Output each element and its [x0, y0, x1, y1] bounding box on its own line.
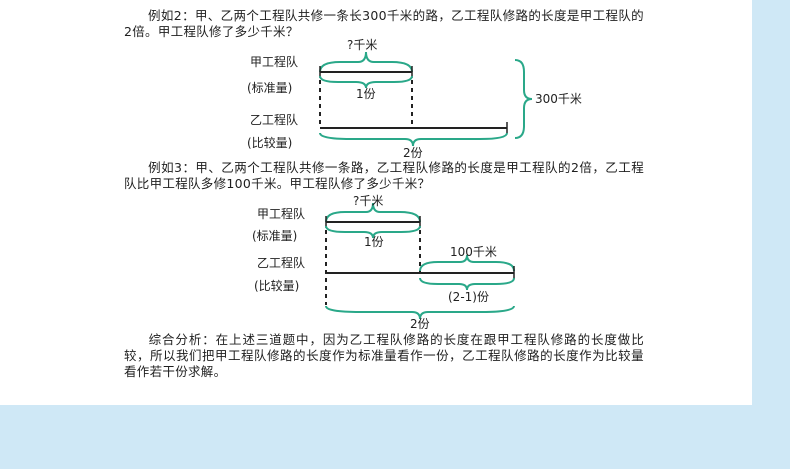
diagram2-one-part-label: 1份 — [364, 235, 384, 249]
diagram1-top-brace — [319, 51, 413, 73]
diagram2-one-part-brace — [325, 225, 421, 239]
diagram2-extra-brace — [419, 254, 515, 272]
summary-text: 综合分析：在上述三道题中，因为乙工程队修路的长度在跟甲工程队修路的长度做比较，所… — [124, 332, 644, 379]
diagram2-top-brace-label: ?千米 — [353, 194, 383, 208]
diagram2-label-b2: (比较量) — [254, 278, 299, 293]
diagram2-extra-parts-label: (2-1)份 — [448, 290, 489, 304]
diagram2-two-parts-label: 2份 — [410, 317, 430, 331]
example2-text: 例如2：甲、乙两个工程队共修一条长300千米的路，乙工程队修路的长度是甲工程队的… — [124, 8, 644, 39]
diagram2-extra-label: 100千米 — [450, 245, 497, 259]
diagram2-top-brace — [325, 202, 421, 223]
diagram1-two-parts-brace — [319, 132, 508, 147]
diagram1-total-brace — [514, 59, 533, 139]
diagram1-one-part-label: 1份 — [356, 87, 376, 101]
diagram1-label-b2: (比较量) — [247, 135, 292, 150]
diagram1-label-a2: (标准量) — [247, 81, 292, 95]
diagram2-label-a1: 甲工程队 — [257, 206, 305, 221]
diagram1-total-label: 300千米 — [535, 92, 582, 106]
diagram1-one-part-brace — [319, 75, 413, 89]
bottom-background-band — [0, 405, 790, 469]
right-background-band — [752, 0, 790, 405]
diagram2-label-b1: 乙工程队 — [257, 255, 305, 270]
example3-text: 例如3：甲、乙两个工程队共修一条路，乙工程队修路的长度是甲工程队的2倍，乙工程队… — [124, 160, 644, 191]
diagram1-two-parts-label: 2份 — [403, 146, 423, 160]
diagram2-two-parts-brace — [325, 305, 515, 320]
diagram1-label-a1: 甲工程队 — [250, 54, 298, 69]
diagram1-label-b1: 乙工程队 — [250, 112, 298, 127]
diagram2-label-a2: (标准量) — [252, 229, 297, 243]
page-card — [0, 0, 752, 405]
diagram2-extra-parts-brace — [419, 277, 515, 291]
diagram1-top-brace-label: ?千米 — [347, 38, 377, 52]
